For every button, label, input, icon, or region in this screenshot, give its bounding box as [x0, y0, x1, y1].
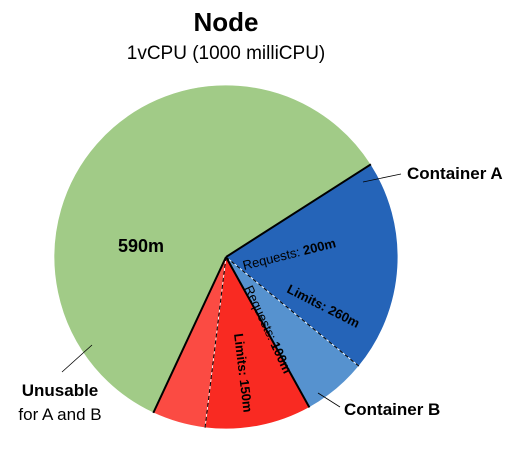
callout-leaders: [61, 173, 402, 408]
slice-label-b-limits-value: 150m: [237, 378, 256, 413]
chart-subtitle: 1vCPU (1000 milliCPU): [127, 43, 326, 64]
pie-slices: [53, 84, 399, 430]
divider-container-b-end: [152, 256, 227, 414]
leader-container-a: [362, 173, 402, 183]
unusable-label: Unusable: [22, 381, 99, 400]
divider-b-requests-limits: [204, 256, 227, 428]
slice-label-b-limits: Limits: 150m: [231, 333, 256, 414]
leader-container-b: [317, 392, 341, 408]
chart-title: Node: [194, 7, 259, 37]
container-b-label: Container B: [344, 400, 440, 419]
container-a-label: Container A: [407, 164, 503, 183]
pie-slice-container-a-requests: [225, 163, 399, 367]
divider-container-a-end: [225, 256, 311, 408]
leader-unusable: [61, 344, 93, 373]
unusable-sublabel: for A and B: [18, 405, 101, 424]
divider-container-a-start: [225, 163, 372, 258]
pie-dividers: [152, 163, 372, 428]
pie-slice-unusable: [53, 84, 372, 414]
divider-a-requests-limits: [225, 256, 360, 367]
slice-label-b-limits-prefix: Limits:: [231, 333, 252, 381]
pie-slice-container-b-requests: [204, 255, 310, 430]
slice-label-unusable: 590m: [118, 236, 164, 256]
